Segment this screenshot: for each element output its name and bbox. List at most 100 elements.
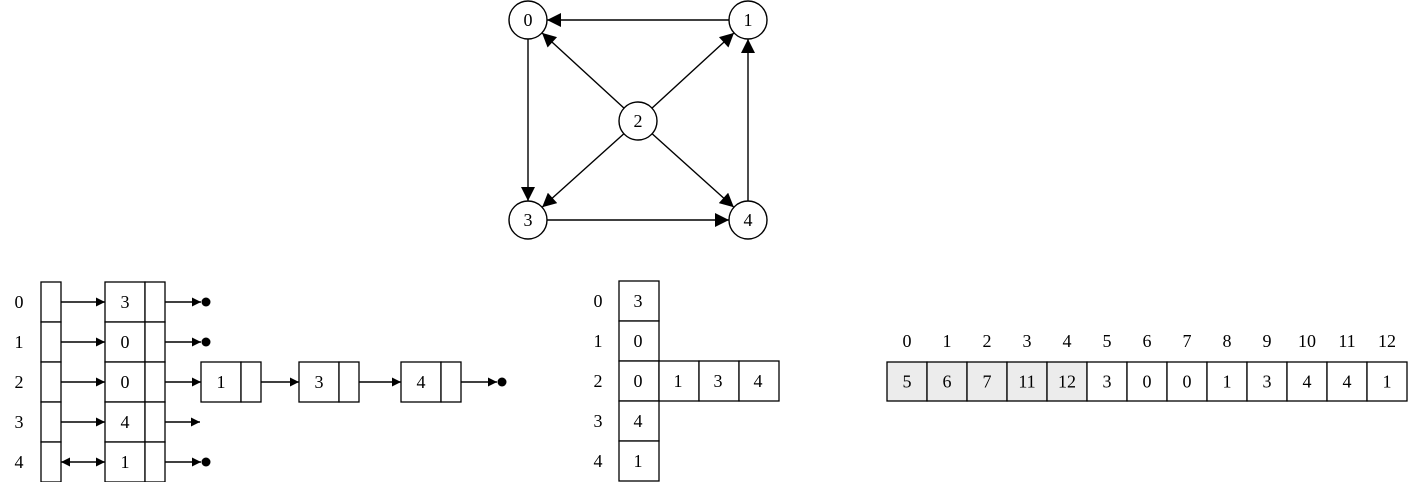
flat-index-label: 9 xyxy=(1263,331,1272,351)
list-node-value: 0 xyxy=(121,372,130,392)
jagged-cell xyxy=(618,400,660,442)
flat-cell-value: 3 xyxy=(1103,372,1112,392)
graph-node-label: 2 xyxy=(634,111,643,131)
flat-value-cell xyxy=(1366,361,1408,402)
jagged-cell xyxy=(618,280,660,322)
list-node-value: 4 xyxy=(417,372,426,392)
list-node-next-cell xyxy=(240,361,262,403)
graph-node-2 xyxy=(618,101,658,141)
graph-node-4 xyxy=(728,200,768,240)
list-node-value-cell xyxy=(200,361,242,403)
flat-offset-cell xyxy=(966,361,1008,402)
flat-value-cell xyxy=(1086,361,1128,402)
flat-index-label: 11 xyxy=(1338,331,1355,351)
head-pointer-cell xyxy=(40,281,62,323)
flat-offset-cell xyxy=(1006,361,1048,402)
flat-cell-value: 11 xyxy=(1018,372,1035,392)
list-node-value: 0 xyxy=(121,332,130,352)
jagged-cell-value: 4 xyxy=(634,411,643,431)
head-pointer-cell xyxy=(40,401,62,443)
list-node-value: 1 xyxy=(121,452,130,472)
flat-index-label: 1 xyxy=(943,331,952,351)
graph-node-3 xyxy=(508,200,548,240)
flat-index-label: 4 xyxy=(1063,331,1072,351)
flat-index-label: 7 xyxy=(1183,331,1192,351)
flat-index-label: 0 xyxy=(903,331,912,351)
jagged-row-label: 3 xyxy=(594,411,603,431)
list-node-next-cell xyxy=(144,401,166,443)
head-pointer-cell xyxy=(40,321,62,363)
null-terminator xyxy=(497,377,507,387)
flat-cell-value: 5 xyxy=(903,372,912,392)
flat-cell-value: 0 xyxy=(1143,372,1152,392)
graph-node-label: 1 xyxy=(744,10,753,30)
flat-value-cell xyxy=(1326,361,1368,402)
adjacency-row-label: 3 xyxy=(15,412,24,432)
jagged-cell-value: 0 xyxy=(634,371,643,391)
jagged-row-label: 0 xyxy=(594,291,603,311)
null-terminator xyxy=(201,337,211,347)
graph-node-1 xyxy=(728,0,768,40)
list-node-next-cell xyxy=(144,281,166,323)
flat-cell-value: 3 xyxy=(1263,372,1272,392)
edge-2-to-4 xyxy=(651,133,735,208)
flat-value-cell xyxy=(1126,361,1168,402)
jagged-cell-value: 3 xyxy=(634,291,643,311)
jagged-cell xyxy=(738,360,780,402)
jagged-cell-value: 4 xyxy=(754,371,763,391)
graph-node-0 xyxy=(508,0,548,40)
null-terminator xyxy=(201,297,211,307)
flat-index-label: 8 xyxy=(1223,331,1232,351)
flat-index-label: 12 xyxy=(1378,331,1396,351)
list-node-value: 3 xyxy=(121,292,130,312)
flat-cell-value: 6 xyxy=(943,372,952,392)
jagged-row-label: 4 xyxy=(594,451,603,471)
flat-cell-value: 7 xyxy=(983,372,992,392)
edge-2-to-3 xyxy=(541,133,625,208)
flat-cell-value: 1 xyxy=(1223,372,1232,392)
list-node-value: 1 xyxy=(217,372,226,392)
jagged-cell xyxy=(698,360,740,402)
list-node-next-cell xyxy=(144,321,166,363)
list-node-next-cell xyxy=(144,441,166,482)
head-pointer-cell xyxy=(40,441,62,482)
flat-cell-value: 1 xyxy=(1383,372,1392,392)
head-pointer-cell xyxy=(40,361,62,403)
jagged-row-label: 2 xyxy=(594,371,603,391)
jagged-cell xyxy=(618,320,660,362)
flat-cell-value: 0 xyxy=(1183,372,1192,392)
edge-2-to-0 xyxy=(541,32,625,109)
adjacency-row-label: 0 xyxy=(15,292,24,312)
flat-index-label: 6 xyxy=(1143,331,1152,351)
jagged-cell xyxy=(618,440,660,482)
jagged-cell-value: 1 xyxy=(674,371,683,391)
graph-node-label: 0 xyxy=(524,10,533,30)
flat-value-cell xyxy=(1166,361,1208,402)
flat-index-label: 2 xyxy=(983,331,992,351)
jagged-cell-value: 0 xyxy=(634,331,643,351)
adjacency-row-label: 4 xyxy=(15,452,24,472)
list-node-next-cell xyxy=(440,361,462,403)
flat-cell-value: 4 xyxy=(1303,372,1312,392)
jagged-cell-value: 3 xyxy=(714,371,723,391)
list-node-value-cell xyxy=(400,361,442,403)
flat-index-label: 3 xyxy=(1023,331,1032,351)
jagged-cell xyxy=(658,360,700,402)
list-node-next-cell xyxy=(338,361,360,403)
edge-2-to-1 xyxy=(651,32,735,109)
jagged-cell-value: 1 xyxy=(634,451,643,471)
flat-cell-value: 4 xyxy=(1343,372,1352,392)
list-node-value: 3 xyxy=(315,372,324,392)
list-node-next-cell xyxy=(144,361,166,403)
adjacency-row-label: 1 xyxy=(15,332,24,352)
adjacency-row-label: 2 xyxy=(15,372,24,392)
flat-index-label: 5 xyxy=(1103,331,1112,351)
graph-node-label: 3 xyxy=(524,210,533,230)
flat-cell-value: 12 xyxy=(1058,372,1076,392)
flat-index-label: 10 xyxy=(1298,331,1316,351)
flat-offset-cell xyxy=(1046,361,1088,402)
